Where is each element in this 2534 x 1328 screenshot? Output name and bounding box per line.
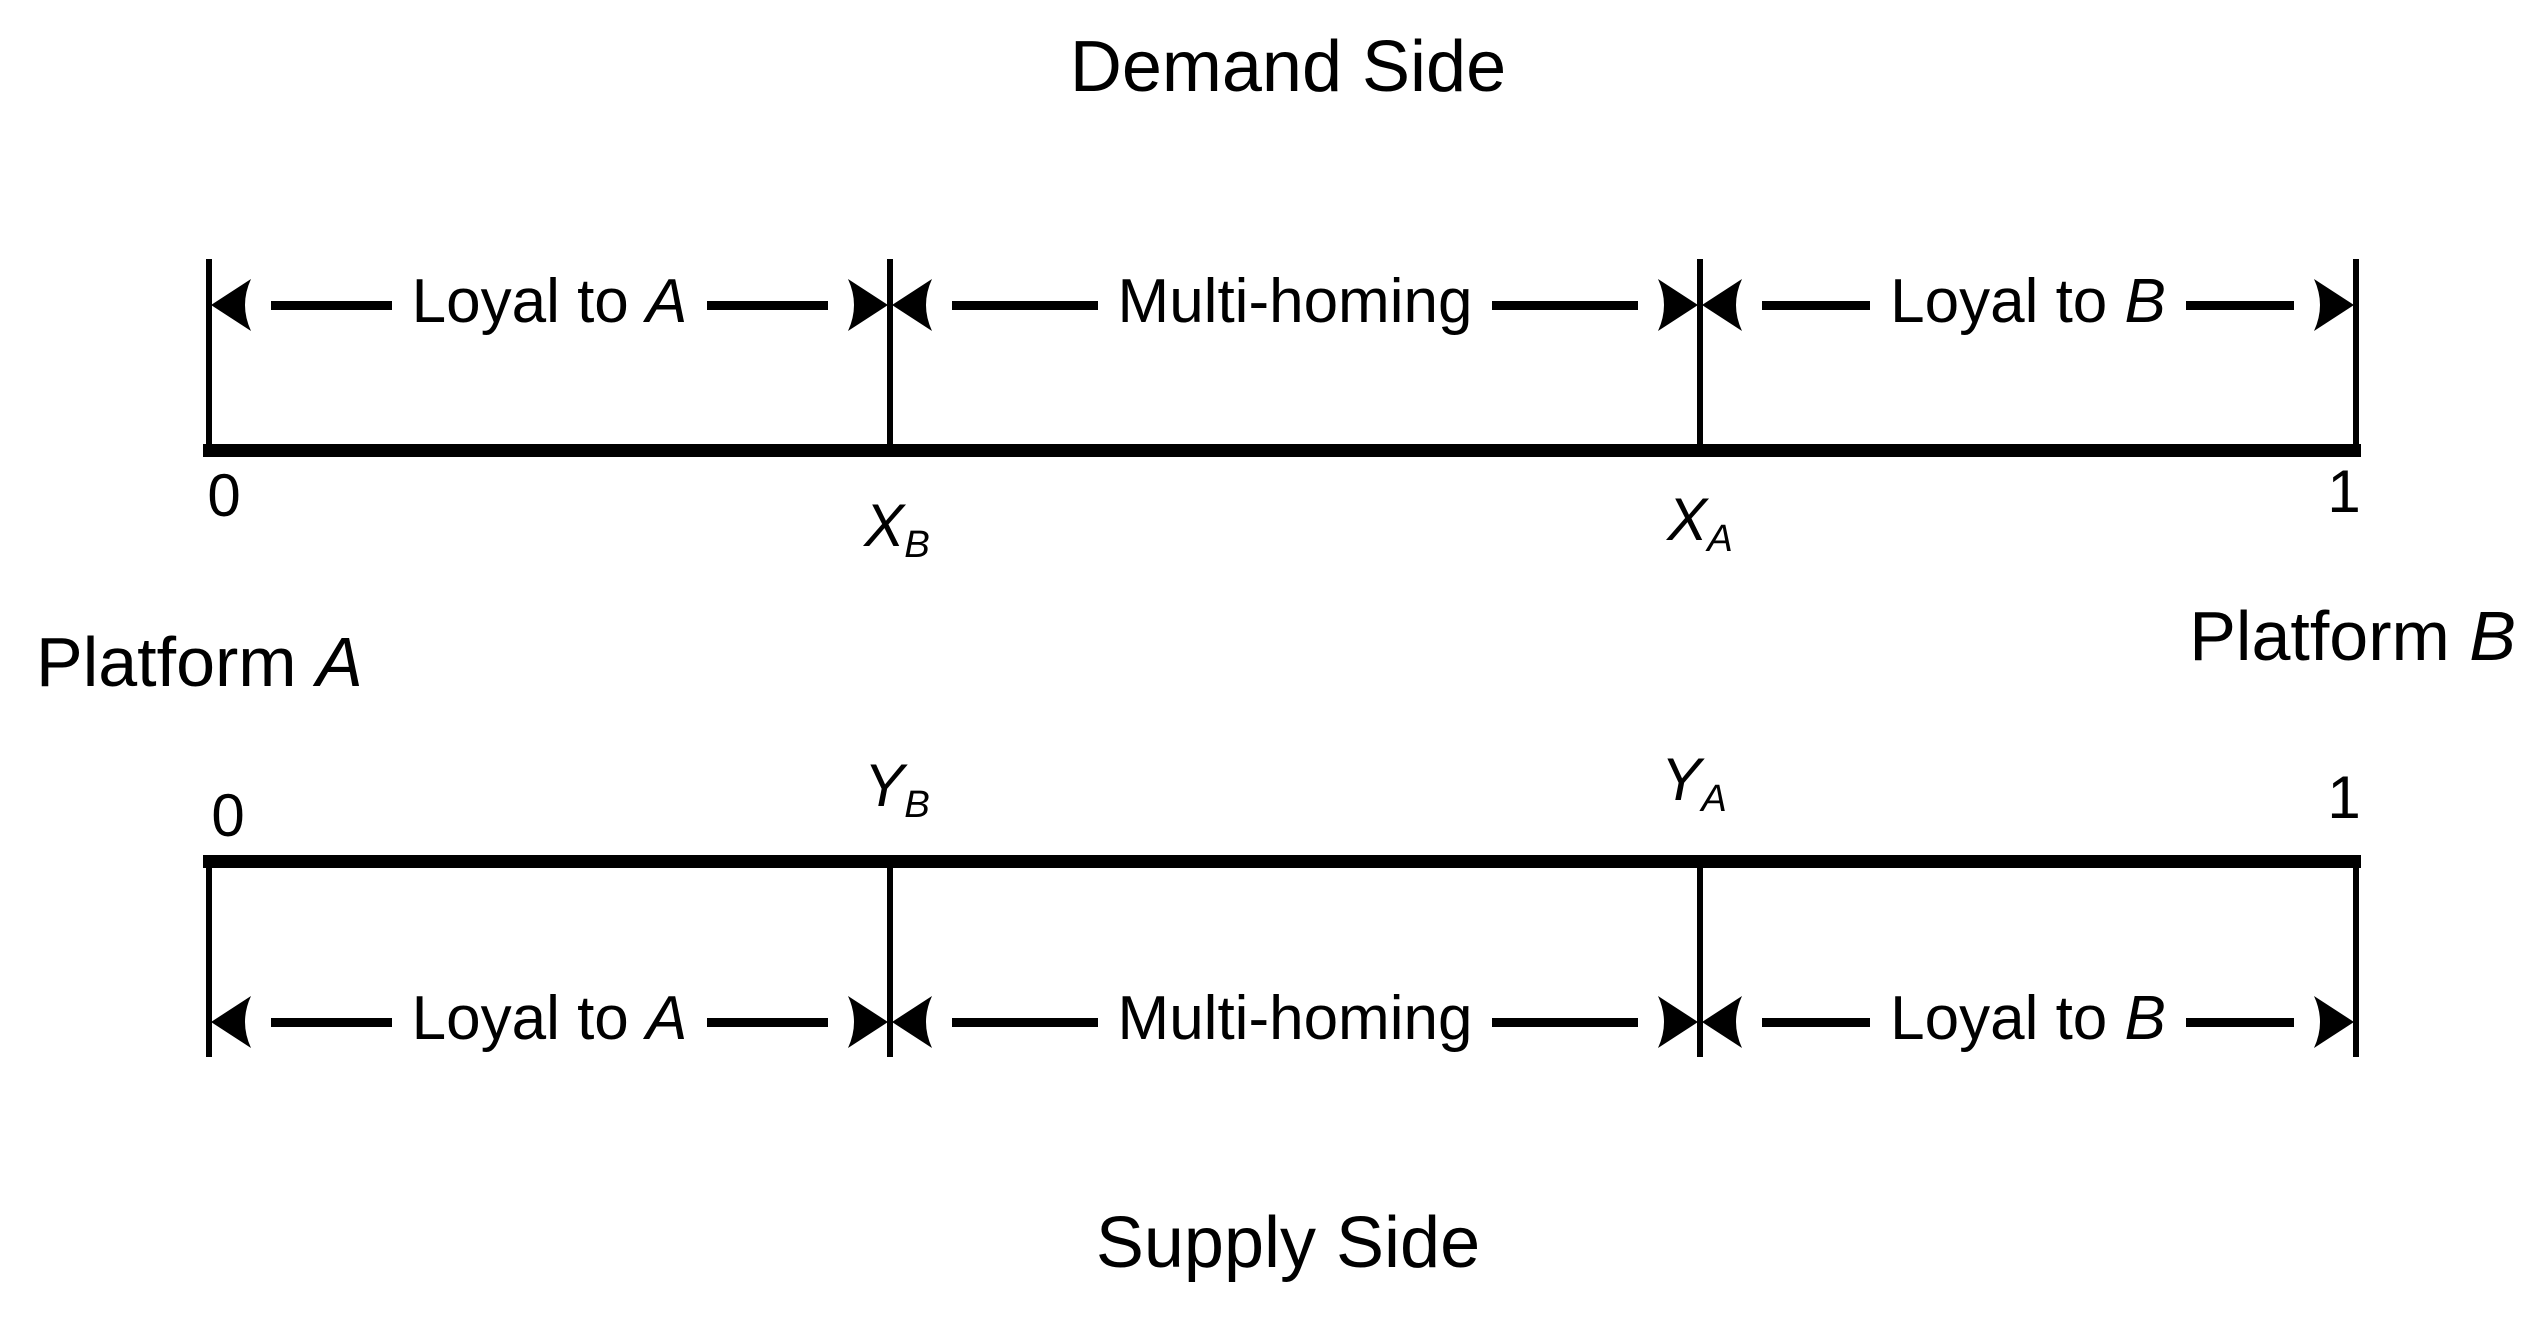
segment-label-text: Loyal to	[1890, 267, 2125, 336]
segment-label-platform: B	[2124, 984, 2166, 1053]
tick-base: Y	[1661, 746, 1702, 813]
segment-label: Loyal to B	[1890, 271, 2166, 339]
supply-side-title: Supply Side	[1095, 1203, 1481, 1283]
segment-label: Loyal to B	[1890, 988, 2166, 1056]
demand-segment-loyal-a: Loyal to A	[209, 265, 890, 345]
platform-prefix: Platform	[2189, 597, 2470, 675]
segment-label: Multi-homing	[1118, 988, 1473, 1056]
demand-side-title: Demand Side	[1069, 27, 1507, 107]
demand-endpoint-zero: 0	[207, 462, 241, 529]
arrowhead-right-icon	[1658, 996, 1698, 1048]
arrowhead-left-icon	[211, 996, 251, 1048]
supply-tick-label-ya: YA	[1661, 750, 1727, 818]
supply-segment-loyal-a: Loyal to A	[209, 982, 890, 1062]
supply-segment-multihoming: Multi-homing	[890, 982, 1700, 1062]
tick-base: Y	[864, 752, 905, 819]
segment-label-text: Multi-homing	[1117, 984, 1473, 1053]
arrowhead-left-icon	[1702, 996, 1742, 1048]
supply-endpoint-one: 1	[2327, 764, 2361, 831]
segment-label-platform: A	[646, 984, 688, 1053]
arrowhead-right-icon	[1658, 279, 1698, 331]
segment-label-text: Multi-homing	[1117, 267, 1473, 336]
platform-a-label: Platform A	[36, 624, 363, 701]
platform-name: A	[316, 623, 363, 701]
supply-axis-end-right	[2353, 861, 2359, 1057]
supply-segment-loyal-b: Loyal to B	[1700, 982, 2356, 1062]
supply-axis-line	[203, 855, 2361, 868]
arrowhead-left-icon	[1702, 279, 1742, 331]
supply-tick-ya	[1697, 861, 1703, 1057]
segment-label: Loyal to A	[412, 988, 688, 1056]
arrow-shaft	[1492, 1017, 1638, 1027]
arrow-shaft	[271, 300, 392, 310]
arrow-shaft	[1762, 1017, 1871, 1027]
segment-label-text: Loyal to	[411, 267, 647, 336]
demand-segment-loyal-b: Loyal to B	[1700, 265, 2356, 345]
arrowhead-left-icon	[892, 279, 932, 331]
supply-tick-label-yb: YB	[864, 756, 930, 824]
arrow-shaft	[2185, 300, 2294, 310]
arrowhead-right-icon	[2314, 279, 2354, 331]
supply-axis-end-left	[206, 861, 212, 1057]
arrow-shaft	[952, 1017, 1098, 1027]
demand-axis-end-left	[206, 259, 212, 457]
demand-tick-xa	[1697, 259, 1703, 457]
demand-endpoint-one: 1	[2327, 458, 2361, 525]
platform-name: B	[2469, 597, 2516, 675]
supply-endpoint-zero: 0	[211, 782, 245, 849]
arrowhead-right-icon	[848, 996, 888, 1048]
demand-segment-multihoming: Multi-homing	[890, 265, 1700, 345]
tick-subscript: A	[1707, 516, 1733, 560]
segment-label-text: Loyal to	[1890, 984, 2125, 1053]
demand-axis-end-right	[2353, 259, 2359, 457]
tick-base: X	[864, 492, 905, 559]
supply-tick-yb	[887, 861, 893, 1057]
arrowhead-right-icon	[2314, 996, 2354, 1048]
platform-b-label: Platform B	[2189, 598, 2516, 675]
arrowhead-left-icon	[211, 279, 251, 331]
demand-tick-xb	[887, 259, 893, 457]
segment-label-text: Loyal to	[411, 984, 647, 1053]
arrow-shaft	[1492, 300, 1638, 310]
tick-subscript: B	[904, 522, 930, 566]
tick-subscript: A	[1701, 776, 1727, 820]
segment-label: Multi-homing	[1118, 271, 1473, 339]
arrow-shaft	[952, 300, 1098, 310]
arrow-shaft	[1762, 300, 1871, 310]
segment-label-platform: A	[646, 267, 688, 336]
platform-prefix: Platform	[36, 623, 317, 701]
segment-label: Loyal to A	[412, 271, 688, 339]
demand-tick-label-xb: XB	[864, 496, 930, 564]
tick-base: X	[1667, 486, 1708, 553]
demand-axis-line	[203, 444, 2361, 457]
segment-label-platform: B	[2124, 267, 2166, 336]
arrow-shaft	[707, 1017, 828, 1027]
tick-subscript: B	[904, 782, 930, 826]
arrow-shaft	[707, 300, 828, 310]
arrow-shaft	[271, 1017, 392, 1027]
arrow-shaft	[2185, 1017, 2294, 1027]
arrowhead-right-icon	[848, 279, 888, 331]
demand-tick-label-xa: XA	[1667, 490, 1733, 558]
arrowhead-left-icon	[892, 996, 932, 1048]
